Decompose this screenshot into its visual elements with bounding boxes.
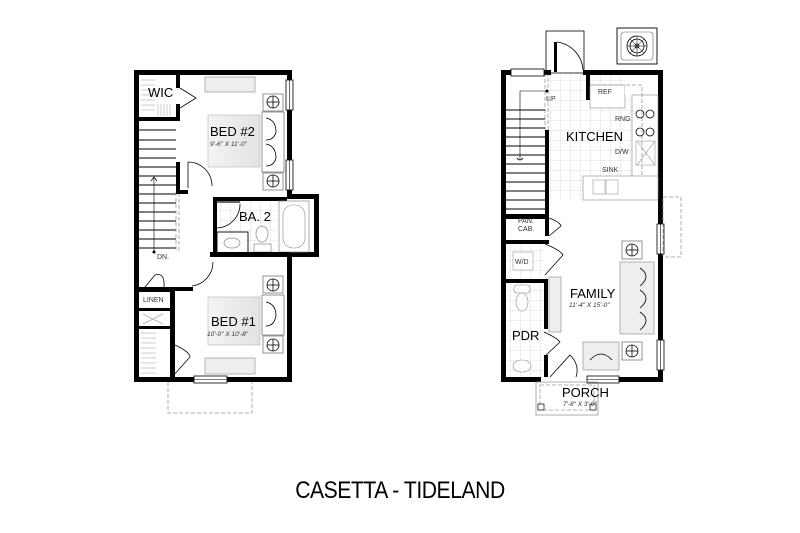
dresser [204,76,256,93]
washer-dryer [512,251,534,271]
fixture-label-dw: D/W [615,149,629,156]
armchair [582,341,620,371]
room-label-kitchen: KITCHEN [566,129,623,144]
fixture-label-pan: PAN. [518,218,534,225]
room-label-wic: WIC [148,85,173,100]
stair-label-dn: DN. [157,254,169,261]
room-dims-bed1: 10'-0" X 10'-8" [207,331,249,338]
bed [207,114,261,168]
room-dims-bed2: 9'-6" X 11'-0" [210,141,248,148]
staircase [139,129,176,249]
fixture-label-ref: REF [598,89,612,96]
tv-console [548,276,562,333]
refrigerator [589,84,626,109]
fixture-label-rng: RNG [615,116,631,123]
plan-title: CASETTA - TIDELAND [295,477,505,504]
fan-icon [626,35,648,57]
fixture-label-wd: W/D [515,259,529,266]
fixture-label-cab: CAB. [518,226,534,233]
first-floor-plan: UP REF RNG D/W SINK KITCHEN PAN. CAB. W/… [501,27,682,416]
second-floor-plan: WIC DN. BED #2 9'-6" X 11'-0" [134,70,319,414]
sofa [619,261,655,335]
staircase [506,109,545,210]
toilet [515,292,529,312]
room-label-bed1: BED #1 [211,314,256,329]
bed [207,296,261,346]
room-label-pdr: PDR [512,328,539,343]
room-label-linen: LINEN [143,297,164,304]
dresser [204,357,256,375]
room-label-ba2: BA. 2 [239,209,271,224]
balcony-outline [167,379,253,414]
sink [512,359,532,373]
room-label-porch: PORCH [562,385,609,400]
room-dims-porch: 7'-8" X 3'-0" [563,401,598,408]
room-label-bed2: BED #2 [210,124,255,139]
room-label-family: FAMILY [570,286,616,301]
toilet [255,225,269,243]
room-dims-family: 11'-4" X 15'-0" [569,302,610,309]
fixture-label-sink: SINK [602,167,619,174]
sink [223,237,241,249]
